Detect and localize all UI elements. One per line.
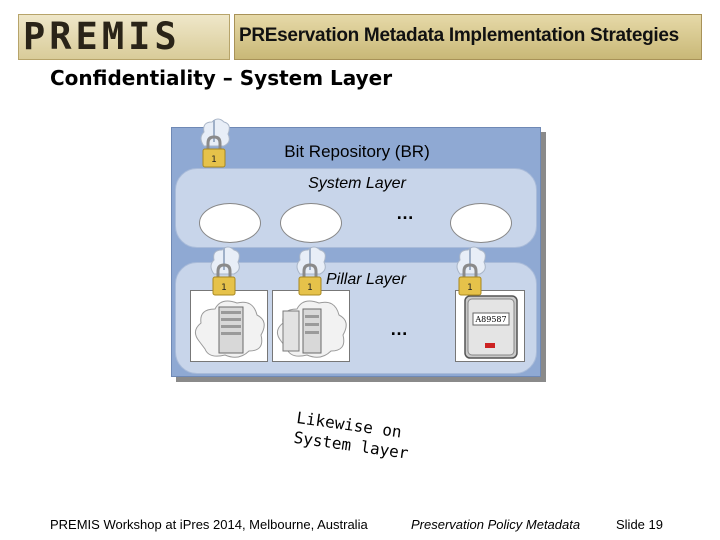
pillar-disk: A89587	[455, 290, 525, 362]
padlock-icon: 1	[200, 118, 230, 168]
svg-text:1: 1	[211, 155, 217, 165]
system-layer-box: System Layer …	[175, 168, 537, 248]
pillar-server-1	[190, 290, 268, 362]
server-cloud-icon	[195, 300, 265, 358]
likewise-note: Likewise on System layer	[292, 408, 412, 464]
svg-text:1: 1	[467, 283, 473, 293]
disk-drive-icon	[464, 295, 518, 359]
system-layer-label: System Layer	[308, 175, 406, 192]
logo-text: PREMIS	[23, 15, 181, 58]
banner-title: PREservation Metadata Implementation Str…	[239, 25, 679, 46]
padlock-icon: 1	[456, 246, 486, 296]
system-ellipsis: …	[396, 203, 416, 223]
server-cloud-icon	[277, 300, 347, 358]
system-node-2	[280, 203, 342, 243]
pillar-ellipsis: …	[390, 319, 410, 339]
system-node-1	[199, 203, 261, 243]
premis-logo: PREMIS	[18, 14, 230, 60]
footer-left: PREMIS Workshop at iPres 2014, Melbourne…	[50, 517, 368, 532]
banner-title-box: PREservation Metadata Implementation Str…	[234, 14, 702, 60]
system-node-3	[450, 203, 512, 243]
pillar-server-2	[272, 290, 350, 362]
padlock-icon: 1	[296, 246, 326, 296]
pillar-layer-label: Pillar Layer	[326, 271, 407, 288]
header-banner: PREMIS PREservation Metadata Implementat…	[18, 14, 702, 60]
svg-text:1: 1	[307, 283, 313, 293]
slide-title: Confidentiality – System Layer	[50, 66, 393, 90]
bit-repository-label: Bit Repository (BR)	[284, 142, 430, 161]
footer-center: Preservation Policy Metadata	[411, 517, 581, 532]
padlock-icon: 1	[210, 246, 240, 296]
disk-label: A89587	[475, 315, 507, 324]
footer-slide-number: Slide 19	[616, 517, 663, 532]
svg-text:1: 1	[221, 283, 227, 293]
